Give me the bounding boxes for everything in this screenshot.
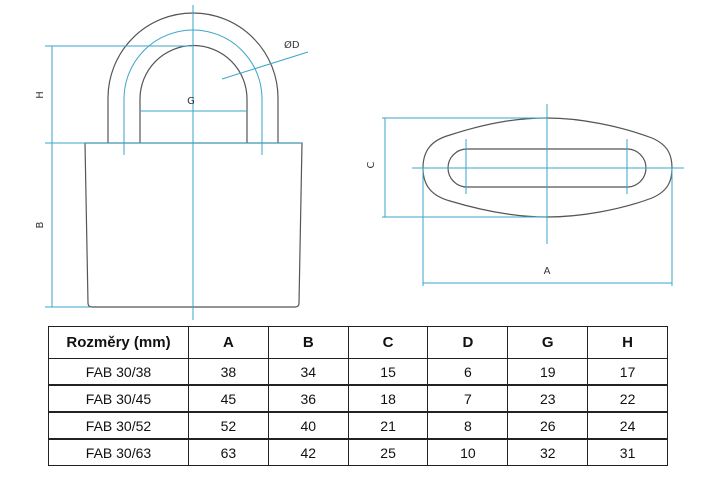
value-cell: 31	[587, 438, 668, 466]
value-cell: 45	[188, 384, 269, 413]
value-cell: 26	[507, 411, 589, 440]
value-cell: 23	[507, 384, 589, 413]
label-d: ØD	[284, 39, 300, 51]
value-cell: 21	[347, 411, 429, 440]
header-d: D	[427, 326, 509, 359]
value-cell: 24	[587, 411, 668, 440]
table-header-row: Rozměry (mm) A B C D G H	[48, 326, 668, 359]
label-g: G	[187, 96, 195, 107]
label-b: B	[35, 221, 46, 228]
header-g: G	[507, 326, 589, 359]
header-h: H	[587, 326, 668, 359]
header-dimensions: Rozměry (mm)	[48, 326, 189, 359]
model-cell: FAB 30/38	[48, 358, 189, 386]
value-cell: 25	[347, 438, 429, 466]
header-b: B	[267, 326, 349, 359]
label-a: A	[544, 266, 551, 277]
label-h: H	[35, 91, 46, 99]
value-cell: 18	[347, 384, 429, 413]
value-cell: 10	[427, 438, 509, 466]
header-c: C	[347, 326, 429, 359]
value-cell: 34	[267, 358, 349, 386]
value-cell: 52	[188, 411, 269, 440]
value-cell: 63	[188, 438, 269, 466]
model-cell: FAB 30/63	[48, 438, 189, 466]
lock-body	[84, 142, 303, 308]
value-cell: 17	[587, 358, 668, 386]
value-cell: 22	[587, 384, 668, 413]
dimension-line-d	[221, 51, 309, 80]
value-cell: 6	[427, 358, 509, 386]
front-dimensions: H B G ØD	[35, 5, 309, 320]
value-cell: 8	[427, 411, 509, 440]
value-cell: 32	[507, 438, 589, 466]
value-cell: 40	[267, 411, 349, 440]
value-cell: 38	[188, 358, 269, 386]
value-cell: 15	[347, 358, 429, 386]
value-cell: 42	[267, 438, 349, 466]
header-a: A	[188, 326, 269, 359]
top-dimensions: C A	[366, 104, 684, 286]
value-cell: 19	[507, 358, 589, 386]
value-cell: 7	[427, 384, 509, 413]
model-cell: FAB 30/52	[48, 411, 189, 440]
label-c: C	[366, 161, 377, 168]
model-cell: FAB 30/45	[48, 384, 189, 413]
value-cell: 36	[267, 384, 349, 413]
